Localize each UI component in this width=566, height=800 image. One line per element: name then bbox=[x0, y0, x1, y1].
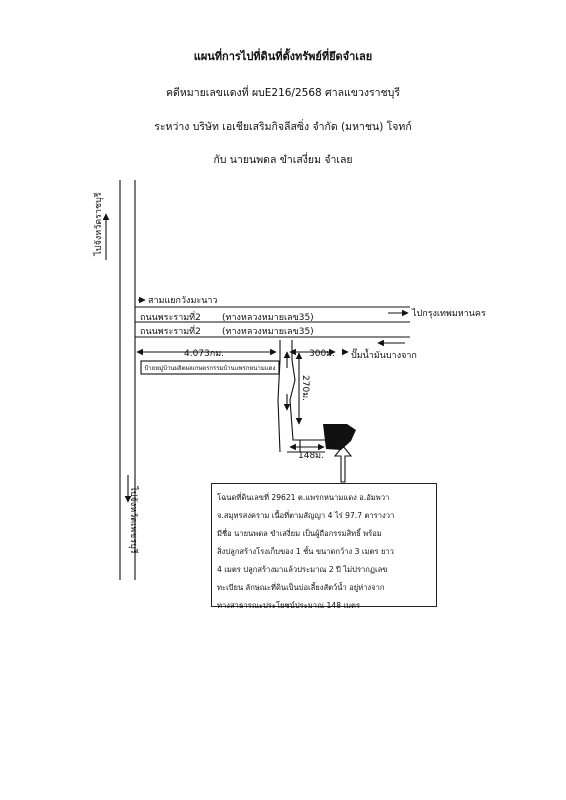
info-line: สิ่งปลูกสร้างโรงเก็บของ 1 ชั้น ขนาดกว้าง… bbox=[217, 547, 394, 556]
property-info-box: โฉนดที่ดินเลขที่ 29621 ต.แพรกหนามแดง อ.อ… bbox=[211, 483, 437, 610]
village-sign-box bbox=[140, 360, 280, 375]
label-to-phetchaburi: ไปจังหวัดเพชรบุรี bbox=[128, 485, 139, 553]
label-gas-station: ปั๊มน้ำมันบางจาก bbox=[351, 348, 417, 361]
land-plot bbox=[323, 424, 356, 450]
label-distance-148: 148ม. bbox=[298, 451, 324, 461]
label-road-lower-highway: (ทางหลวงหมายเลข35) bbox=[222, 327, 314, 337]
label-to-bangkok: ไปกรุงเทพมหานคร bbox=[411, 308, 486, 319]
label-road-upper: ถนนพระรามที่2 bbox=[140, 310, 201, 323]
label-road-upper-highway: (ทางหลวงหมายเลข35) bbox=[222, 313, 314, 323]
label-distance-4073: 4.073กม. bbox=[184, 349, 224, 359]
label-village-sign: ป้ายหมู่บ้านผลิตผลเกษตรกรรมบ้านแพรกหนามแ… bbox=[145, 365, 276, 372]
info-line: 4 เมตร ปลูกสร้างมาแล้วประมาณ 2 ปี ไม่ปรา… bbox=[217, 565, 388, 574]
case-number-line: คดีหมายเลขแดงที่ ผบE216/2568 ศาลแขวงราชบ… bbox=[166, 87, 400, 99]
label-road-lower: ถนนพระรามที่2 bbox=[140, 324, 201, 337]
side-road-left-edge bbox=[277, 340, 281, 453]
label-junction: สามแยกวังมะนาว bbox=[148, 296, 217, 306]
label-distance-300: 300ม. bbox=[309, 349, 335, 359]
parties-defendant-line: กับ นายนพดล ขำเสงี่ยม จำเลย bbox=[213, 154, 353, 166]
info-line: โฉนดที่ดินเลขที่ 29621 ต.แพรกหนามแดง อ.อ… bbox=[217, 493, 390, 502]
parties-plaintiff-line: ระหว่าง บริษัท เอเชียเสริมกิจลีสซิ่ง จำก… bbox=[154, 121, 412, 133]
info-line: ทางสาธารณะประโยชน์ประมาณ 148 เมตร bbox=[217, 601, 361, 610]
pointer-arrow-icon bbox=[333, 445, 353, 483]
label-distance-270: 270ม. bbox=[300, 375, 310, 401]
side-road-right-edge bbox=[289, 340, 327, 441]
info-line: มีชื่อ นายนพดล ขำเสงี่ยม เป็นผู้ถือกรรมส… bbox=[217, 529, 382, 538]
info-line: ทะเบียน ลักษณะที่ดินเป็นบ่อเลี้ยงสัตว์น้… bbox=[217, 583, 385, 592]
label-to-ratchaburi: ไปจังหวัดราชบุรี bbox=[93, 192, 104, 256]
info-line: จ.สมุทรสงคราม เนื้อที่ตามสัญญา 4 ไร่ 97.… bbox=[217, 511, 395, 520]
page-title: แผนที่การไปที่ดินที่ตั้งทรัพย์ที่ยึดจำเล… bbox=[193, 50, 373, 63]
